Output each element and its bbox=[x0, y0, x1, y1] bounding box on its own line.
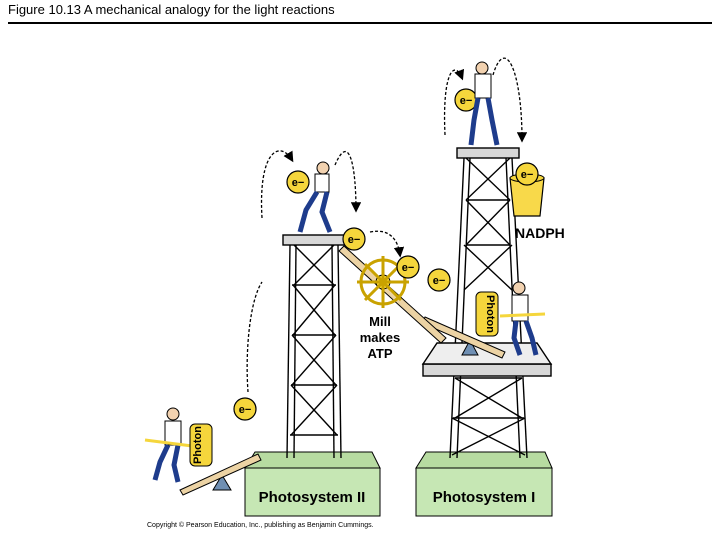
photon-hammer-right: Photon bbox=[475, 291, 499, 337]
electron-label: e− bbox=[433, 275, 446, 287]
atp-mill-wheel bbox=[357, 256, 409, 308]
photosystem-i-label: Photosystem I bbox=[433, 489, 536, 506]
photosystem-ii-label: Photosystem II bbox=[259, 489, 366, 506]
photosystem-i-tower bbox=[421, 147, 553, 459]
photosystem-i-base: Photosystem I bbox=[415, 451, 553, 517]
worker-psi-top bbox=[468, 61, 500, 146]
title-rule bbox=[8, 22, 712, 24]
worker-psi-platform bbox=[499, 281, 546, 356]
electron-label: e− bbox=[460, 95, 473, 107]
copyright-text: Copyright © Pearson Education, Inc., pub… bbox=[147, 521, 374, 529]
electron-label: e− bbox=[292, 177, 305, 189]
electrons: e− e− e− e− e− e− e− bbox=[233, 88, 539, 421]
mill-label-line2: makes bbox=[360, 330, 400, 345]
figure-title: Figure 10.13 A mechanical analogy for th… bbox=[8, 2, 335, 17]
electron-label: e− bbox=[402, 262, 415, 274]
electron-label: e− bbox=[348, 234, 361, 246]
electron-label: e− bbox=[521, 169, 534, 181]
mill-label-line1: Mill bbox=[369, 314, 391, 329]
seesaw-left bbox=[179, 453, 262, 496]
seesaw-right bbox=[421, 316, 506, 359]
mill-label-line3: ATP bbox=[367, 346, 392, 361]
photosystem-ii-tower bbox=[282, 234, 346, 459]
motion-arrows bbox=[246, 57, 528, 393]
worker-psii-top bbox=[297, 161, 333, 233]
electron-label: e− bbox=[239, 404, 252, 416]
photosystem-ii-base: Photosystem II bbox=[244, 451, 381, 517]
photon-hammer-left: Photon bbox=[189, 423, 213, 467]
photon-label-left: Photon bbox=[192, 426, 204, 464]
nadph-label: NADPH bbox=[515, 225, 565, 241]
photon-label-right: Photon bbox=[484, 295, 496, 333]
